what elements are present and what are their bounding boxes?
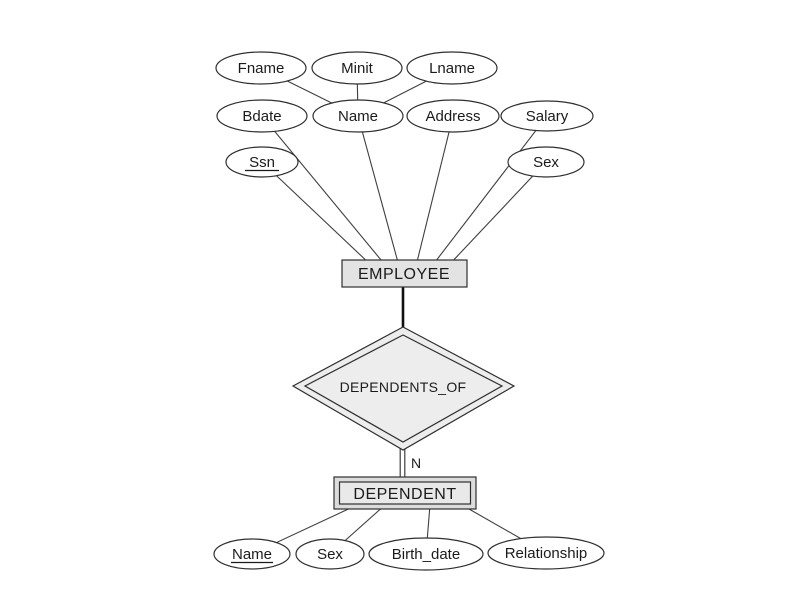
attribute-ellipse-salary [500,100,594,132]
attribute-ssn: Ssn [225,146,299,178]
entity-employee: EMPLOYEE [341,259,468,288]
attribute-bdate: Bdate [216,99,308,133]
attribute-label-relationship: Relationship [505,545,588,562]
attribute-ellipse-address [406,99,500,133]
attribute-ellipse-birth-date [368,537,484,571]
attribute-address: Address [406,99,500,133]
connector-name-employee [357,115,400,267]
attribute-ellipse-ssn [225,146,299,178]
attribute-ellipse-name [312,99,404,133]
attribute-ellipse-sex [507,146,585,178]
attribute-label-dep-name: Name [232,546,272,563]
entity-employee-label: EMPLOYEE [358,266,450,283]
attribute-label-birth-date: Birth_date [392,546,460,563]
relationship-dependents-of: DEPENDENTS_OF [291,326,516,451]
attribute-label-name: Name [338,108,378,125]
attribute-label-ssn: Ssn [249,154,275,171]
attribute-ellipse-fname [215,51,307,85]
attribute-label-minit: Minit [341,60,374,77]
attribute-dep-sex: Sex [295,538,365,570]
attribute-salary: Salary [500,100,594,132]
attribute-label-address: Address [425,108,480,125]
attribute-relationship: Relationship [487,536,605,570]
attribute-name: Name [312,99,404,133]
attribute-label-bdate: Bdate [242,108,281,125]
employee-attributes: Fname Minit Lname Bdate Name Address Sal… [215,51,594,178]
connector-salary-employee [431,115,548,267]
entity-dependent: DEPENDENT [333,476,477,510]
attribute-minit: Minit [311,51,403,85]
attribute-label-lname: Lname [429,60,475,77]
attribute-fname: Fname [215,51,307,85]
attribute-label-salary: Salary [526,108,569,125]
attribute-ellipse-minit [311,51,403,85]
attribute-ellipse-dep-name [213,538,291,570]
attribute-ellipse-dep-sex [295,538,365,570]
connector-address-employee [415,115,454,267]
entity-dependent-label: DEPENDENT [353,486,456,503]
dependent-attributes: Name Sex Birth_date Relationship [213,536,605,571]
attribute-birth-date: Birth_date [368,537,484,571]
entity-dependent-inner-box [338,481,472,505]
attribute-label-sex: Sex [533,154,559,171]
relationship-diamond-inner [303,334,504,443]
connector-sex-employee [447,161,547,267]
attribute-ellipse-relationship [487,536,605,570]
attribute-sex: Sex [507,146,585,178]
attribute-label-fname: Fname [238,60,285,77]
connector-bdate-employee [261,115,387,267]
connector-lines [251,67,548,555]
attribute-ellipse-bdate [216,99,308,133]
attribute-lname: Lname [406,51,498,85]
connector-ssn-employee [261,161,373,267]
relationship-label: DEPENDENTS_OF [340,379,467,395]
entity-employee-box [341,259,468,288]
relationship-diamond-outer [291,326,516,451]
attribute-ellipse-lname [406,51,498,85]
attribute-dep-name: Name [213,538,291,570]
cardinality-label-n: N [411,455,421,471]
attribute-label-dep-sex: Sex [317,546,343,563]
